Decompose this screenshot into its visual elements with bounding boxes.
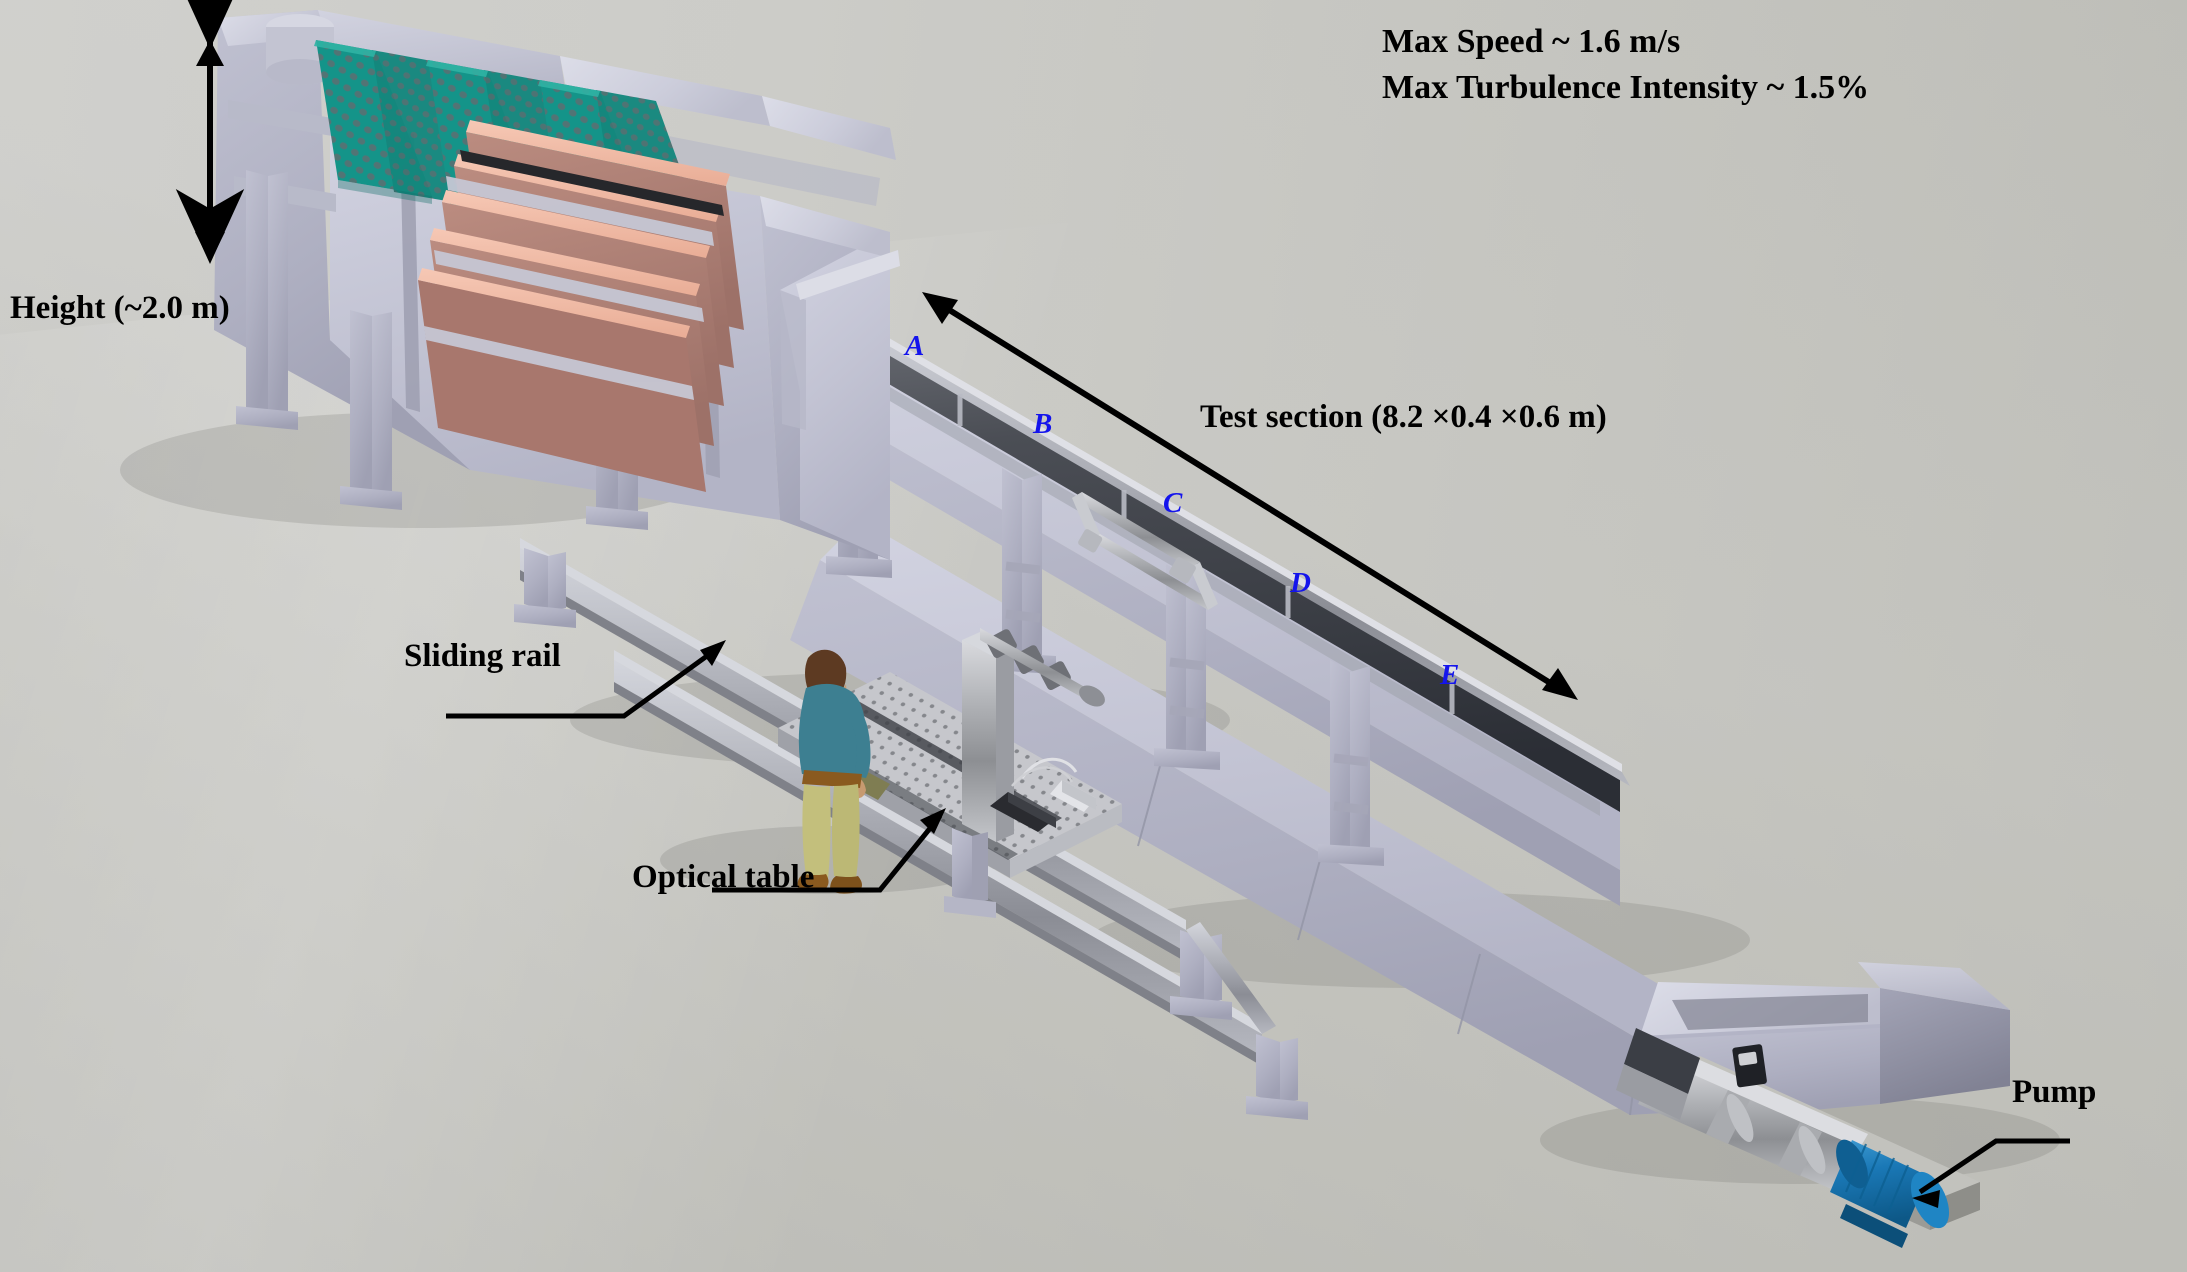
spec-max-turbulence: Max Turbulence Intensity ~ 1.5% [1382,69,1870,106]
height-label: Height (~2.0 m) [10,290,230,326]
station-label-d: D [1290,567,1311,599]
station-label-c: C [1163,487,1183,519]
sliding-rail-label: Sliding rail [404,638,561,674]
station-label-b: B [1033,408,1053,440]
station-label-a: A [905,330,925,362]
pump-label: Pump [2012,1074,2097,1110]
floor-sheen [0,204,1354,1272]
spec-max-speed: Max Speed ~ 1.6 m/s [1382,23,1681,60]
station-label-e: E [1440,659,1460,691]
optical-table-label: Optical table [632,859,815,895]
test-section-label: Test section (8.2 ×0.4 ×0.6 m) [1200,399,1607,435]
